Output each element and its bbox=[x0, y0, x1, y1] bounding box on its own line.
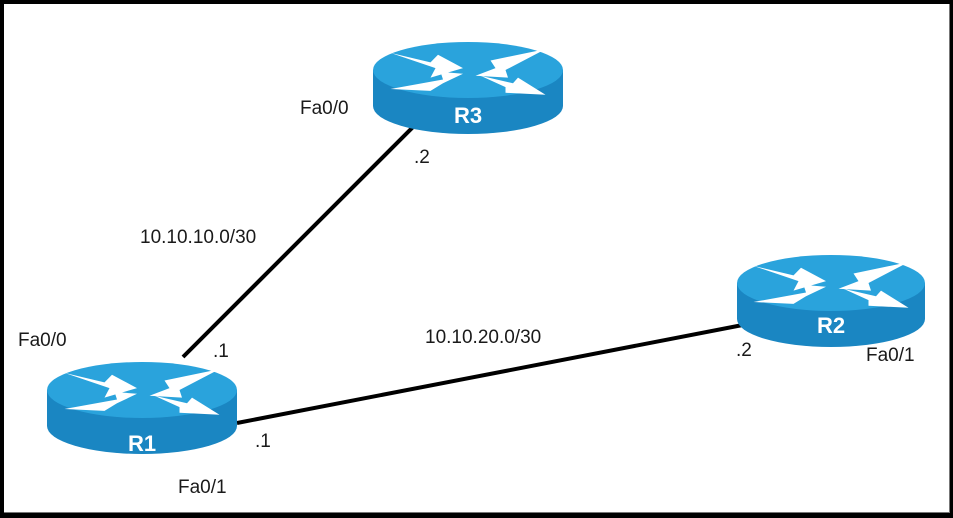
r1-fa01-host-label: .1 bbox=[255, 431, 271, 452]
r1-fa00-host-label: .1 bbox=[213, 341, 229, 362]
router-label-r1: R1 bbox=[128, 431, 156, 456]
subnet-label-r1-r2: 10.10.20.0/30 bbox=[425, 327, 542, 348]
r1-fa01-interface-label: Fa0/1 bbox=[178, 477, 227, 498]
r3-host-label: .2 bbox=[414, 147, 430, 168]
router-r1[interactable]: R1 bbox=[47, 362, 237, 456]
router-label-r3: R3 bbox=[454, 103, 482, 128]
r3-interface-label: Fa0/0 bbox=[300, 98, 349, 119]
link-r1-r2 bbox=[236, 321, 754, 425]
link-r1-r3 bbox=[181, 121, 419, 359]
router-r2[interactable]: R2 bbox=[737, 255, 925, 347]
r1-fa00-interface-label: Fa0/0 bbox=[18, 330, 67, 351]
r2-host-label: .2 bbox=[736, 340, 752, 361]
router-r3[interactable]: R3 bbox=[373, 42, 563, 134]
router-label-r2: R2 bbox=[817, 313, 845, 338]
subnet-label-r1-r3: 10.10.10.0/30 bbox=[140, 227, 257, 248]
r2-interface-label: Fa0/1 bbox=[866, 345, 915, 366]
